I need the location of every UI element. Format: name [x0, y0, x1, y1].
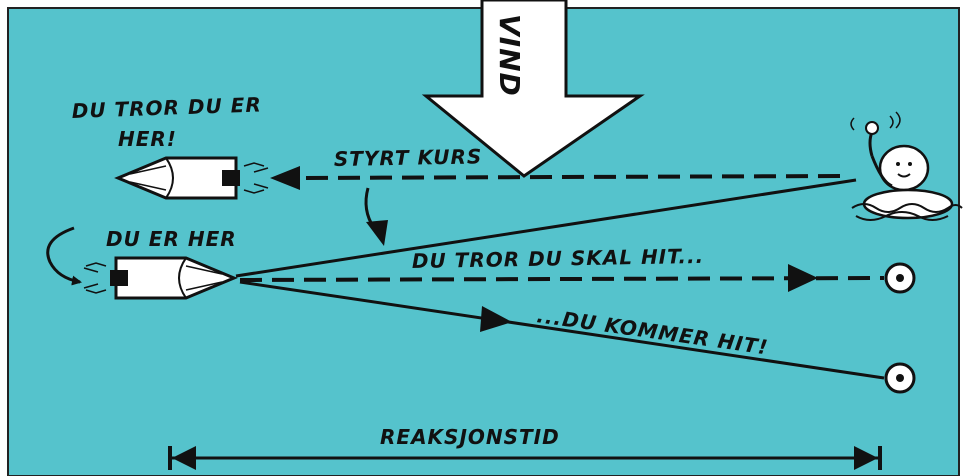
actual-position-label: DU ER HER [106, 227, 237, 251]
curved-pointer-arrow [46, 226, 82, 286]
steered-course-arrowhead [270, 166, 300, 190]
line-to-person [235, 178, 857, 278]
reaction-time-label: REAKSJONSTID [380, 425, 560, 449]
steered-course-label: STYRT KURS [334, 144, 483, 171]
intended-course-arrowhead [788, 264, 818, 292]
intended-target-label: DU TROR DU SKAL HIT... [412, 244, 705, 273]
believed-position-label-line2: HER! [118, 127, 177, 151]
steered-course-line [291, 174, 841, 180]
target-actual-icon [884, 362, 916, 394]
target-believed-icon [884, 262, 916, 294]
reaction-time-dimension [168, 446, 882, 470]
swimmer-in-water-icon [850, 111, 963, 221]
actual-course-line [239, 280, 885, 380]
actual-course-arrowhead [480, 306, 512, 332]
intended-course-line [239, 276, 885, 282]
boat-believed-icon [114, 156, 269, 200]
drift-arrowhead [366, 220, 388, 246]
wind-arrow: VIND [421, 0, 645, 178]
boat-actual-icon [83, 256, 238, 300]
wind-label: VIND [493, 14, 526, 97]
